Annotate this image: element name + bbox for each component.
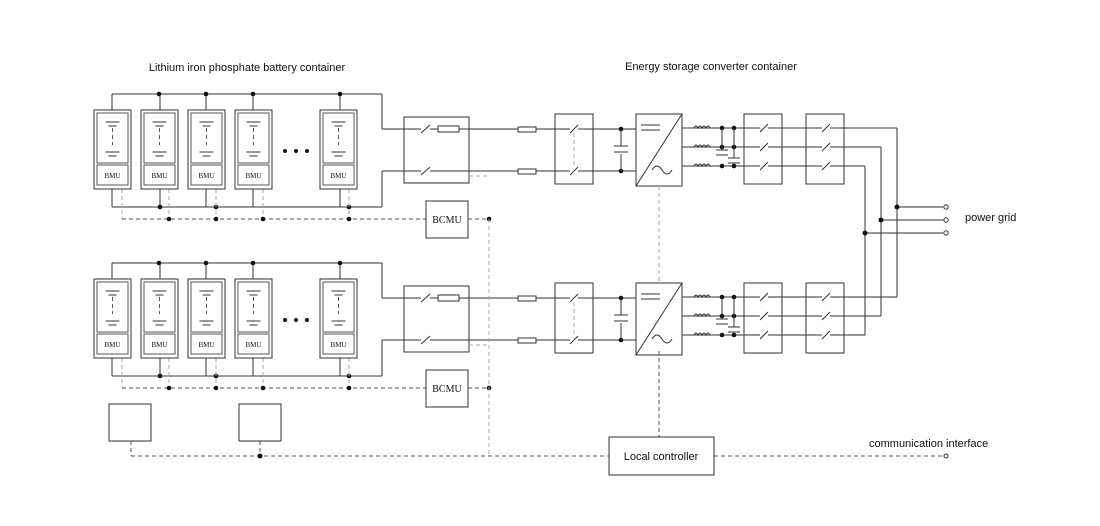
bmu-label: BMU [246, 172, 262, 180]
bmu-label: BMU [331, 172, 347, 180]
fuse [517, 168, 537, 175]
aux-box-2 [238, 403, 282, 442]
aux-box-1 [108, 403, 152, 442]
bcmu-box: BCMU [425, 200, 469, 239]
dc-combiner-box [403, 116, 470, 184]
bcmu-label: BCMU [432, 215, 462, 226]
battery-cabinet: BMU [93, 278, 132, 359]
inductor [693, 294, 711, 299]
battery-cabinet: BMU [319, 109, 358, 190]
battery-cabinet: BMU [187, 109, 226, 190]
converter-container-title: Energy storage converter container [625, 61, 797, 73]
inverter-box [635, 113, 683, 187]
ac-switch-box [805, 282, 845, 354]
bmu-label: BMU [152, 341, 168, 349]
inductor [693, 163, 711, 168]
battery-row-1: BMU BMU BMU BMU BMU BCMU [93, 91, 845, 239]
battery-cabinet: BMU [140, 278, 179, 359]
inductor [693, 313, 711, 318]
bcmu-box: BCMU [425, 369, 469, 408]
battery-row-2: BMU BMU BMU BMU BMU BCMU [93, 260, 845, 408]
bmu-label: BMU [105, 341, 121, 349]
ac-switch-box [805, 113, 845, 185]
fuse [517, 295, 537, 302]
local-controller-label: Local controller [624, 451, 699, 463]
bmu-label: BMU [105, 172, 121, 180]
power-grid-label: power grid [965, 212, 1016, 224]
grid-bus [845, 127, 949, 336]
communication-interface-label: communication interface [869, 438, 988, 450]
bmu-label: BMU [152, 172, 168, 180]
communication-network [130, 186, 949, 459]
battery-rows: BMU BMU BMU BMU BMU BCMU BMU BMU BMU BMU BMU BCMU [93, 91, 845, 408]
bmu-label: BMU [199, 341, 215, 349]
bmu-label: BMU [246, 341, 262, 349]
ellipsis-dot [305, 318, 309, 322]
battery-cabinet: BMU [234, 109, 273, 190]
ac-switch-box [743, 113, 783, 185]
battery-cabinet: BMU [319, 278, 358, 359]
ellipsis-dot [294, 149, 298, 153]
local-controller: Local controller [608, 436, 715, 476]
ellipsis-dot [305, 149, 309, 153]
battery-container-title: Lithium iron phosphate battery container [149, 62, 346, 74]
ac-switch-box [743, 282, 783, 354]
inductor [693, 144, 711, 149]
battery-cabinet: BMU [234, 278, 273, 359]
inductor [693, 125, 711, 130]
inverter-box [635, 282, 683, 356]
inductor [693, 332, 711, 337]
ellipsis-dot [283, 149, 287, 153]
bcmu-label: BCMU [432, 384, 462, 395]
bmu-label: BMU [331, 341, 347, 349]
battery-cabinet: BMU [93, 109, 132, 190]
bmu-label: BMU [199, 172, 215, 180]
ellipsis-dot [283, 318, 287, 322]
fuse [517, 337, 537, 344]
battery-cabinet: BMU [140, 109, 179, 190]
ellipsis-dot [294, 318, 298, 322]
battery-cabinet: BMU [187, 278, 226, 359]
fuse [517, 126, 537, 133]
